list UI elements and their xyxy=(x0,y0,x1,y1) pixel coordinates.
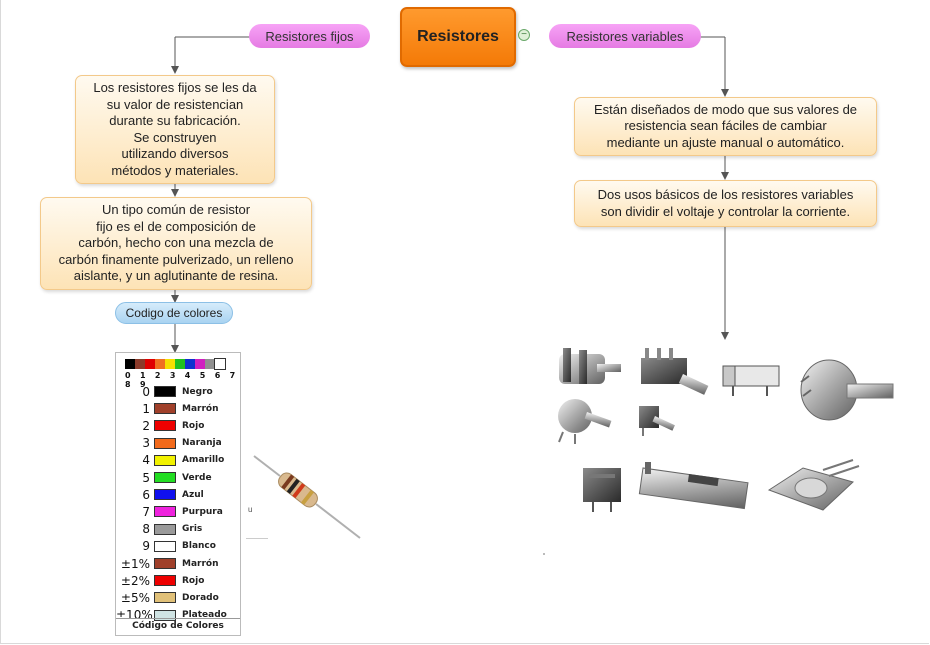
color-code-swatch xyxy=(154,523,176,535)
color-code-value: 3 xyxy=(142,436,150,451)
color-code-row: 6 Azul xyxy=(116,486,240,503)
color-code-swatch xyxy=(154,386,176,397)
color-code-row: 3 Naranja xyxy=(116,435,240,452)
color-code-swatch xyxy=(154,609,176,621)
stray-mark-icon: u xyxy=(248,505,253,514)
color-code-name: Azul xyxy=(182,489,204,500)
color-code-value: ±5% xyxy=(120,590,150,605)
color-code-swatch xyxy=(154,472,176,483)
color-code-name: Amarillo xyxy=(182,455,225,466)
color-code-value: 0 xyxy=(142,384,150,399)
color-strip-swatch xyxy=(175,359,185,369)
color-code-value: ±2% xyxy=(120,573,150,588)
right-topic-box-2-text: Dos usos básicos de los resistores varia… xyxy=(597,187,854,219)
color-code-value: 4 xyxy=(142,453,150,468)
color-code-swatch xyxy=(154,506,176,518)
stray-line xyxy=(246,538,268,539)
branch-resistores-variables[interactable]: Resistores variables xyxy=(549,24,701,48)
color-code-pill[interactable]: Codigo de colores xyxy=(115,302,233,324)
color-code-value: ±1% xyxy=(120,556,150,571)
color-code-swatch xyxy=(154,592,176,604)
color-strip xyxy=(125,358,226,370)
central-topic-label: Resistores xyxy=(417,28,499,45)
right-topic-box-1-text: Están diseñados de modo que sus valores … xyxy=(593,101,858,150)
color-code-name: Blanco xyxy=(182,541,216,552)
central-topic-node[interactable]: Resistores xyxy=(400,7,516,67)
color-code-row: 1 Marrón xyxy=(116,400,240,417)
color-strip-swatch xyxy=(185,359,195,369)
color-code-name: Verde xyxy=(182,472,212,483)
color-code-swatch xyxy=(154,454,176,466)
color-code-value: 1 xyxy=(142,401,150,416)
branch-resistores-fijos[interactable]: Resistores fijos xyxy=(249,24,370,48)
color-code-row: ±5% Dorado xyxy=(116,589,240,606)
color-code-name: Marrón xyxy=(182,403,219,414)
color-code-swatch xyxy=(154,558,176,569)
color-code-row: 2 Rojo xyxy=(116,417,240,434)
color-strip-digits: 0 1 2 3 4 5 6 7 8 9 xyxy=(125,371,239,389)
color-strip-swatch xyxy=(165,359,175,369)
color-code-swatch xyxy=(154,489,176,501)
color-code-row: 4 Amarillo xyxy=(116,452,240,469)
color-code-value: 9 xyxy=(142,539,150,554)
color-code-name: Purpura xyxy=(182,506,223,517)
color-chart-footer: Código de Colores xyxy=(116,618,240,635)
color-strip-swatch xyxy=(214,358,226,370)
carbon-resistor-icon xyxy=(253,455,361,539)
color-strip-swatch xyxy=(155,359,165,369)
color-code-row: 8 Gris xyxy=(116,521,240,538)
color-code-value: 8 xyxy=(142,522,150,537)
color-code-value: 7 xyxy=(142,504,150,519)
color-code-swatch xyxy=(154,437,176,449)
color-code-value: 5 xyxy=(142,470,150,485)
color-code-name: Plateado xyxy=(182,610,227,621)
color-code-name: Dorado xyxy=(182,592,219,603)
color-code-row: 9 Blanco xyxy=(116,538,240,555)
color-strip-swatch xyxy=(135,359,145,369)
color-code-pill-label: Codigo de colores xyxy=(125,306,223,320)
color-code-row: 7 Purpura xyxy=(116,503,240,520)
color-code-name: Gris xyxy=(182,524,203,535)
collapse-toggle-icon[interactable]: − xyxy=(518,29,530,41)
color-strip-swatch xyxy=(205,359,215,369)
color-code-row: 0 Negro xyxy=(116,383,240,400)
color-code-swatch xyxy=(154,540,176,552)
color-strip-swatch xyxy=(145,359,155,369)
color-code-swatch xyxy=(154,403,176,415)
color-code-swatch xyxy=(154,420,176,432)
color-code-name: Negro xyxy=(182,386,213,397)
right-topic-box-1[interactable]: Están diseñados de modo que sus valores … xyxy=(574,97,877,156)
color-code-name: Marrón xyxy=(182,558,219,569)
branch-left-label: Resistores fijos xyxy=(265,28,354,44)
color-strip-swatch xyxy=(195,359,205,369)
right-topic-box-2[interactable]: Dos usos básicos de los resistores varia… xyxy=(574,180,877,227)
potentiometer-icon xyxy=(558,348,894,512)
color-code-name: Rojo xyxy=(182,575,205,586)
color-code-row: ±1% Marrón xyxy=(116,555,240,572)
branch-right-label: Resistores variables xyxy=(566,28,684,44)
color-code-swatch xyxy=(154,575,176,587)
stray-dot xyxy=(543,553,545,555)
left-topic-box-1[interactable]: Los resistores fijos se les da su valor … xyxy=(75,75,275,184)
color-code-row: 5 Verde xyxy=(116,469,240,486)
left-topic-box-2[interactable]: Un tipo común de resistor fijo es el de … xyxy=(40,197,312,290)
color-strip-swatch xyxy=(125,359,135,369)
color-code-name: Naranja xyxy=(182,438,222,449)
left-topic-box-2-text: Un tipo común de resistor fijo es el de … xyxy=(58,202,294,284)
color-code-row: ±2% Rojo xyxy=(116,572,240,589)
color-code-value: 6 xyxy=(142,487,150,502)
color-code-value: 2 xyxy=(142,418,150,433)
left-topic-box-1-text: Los resistores fijos se les da su valor … xyxy=(93,80,257,178)
color-code-name: Rojo xyxy=(182,420,205,431)
